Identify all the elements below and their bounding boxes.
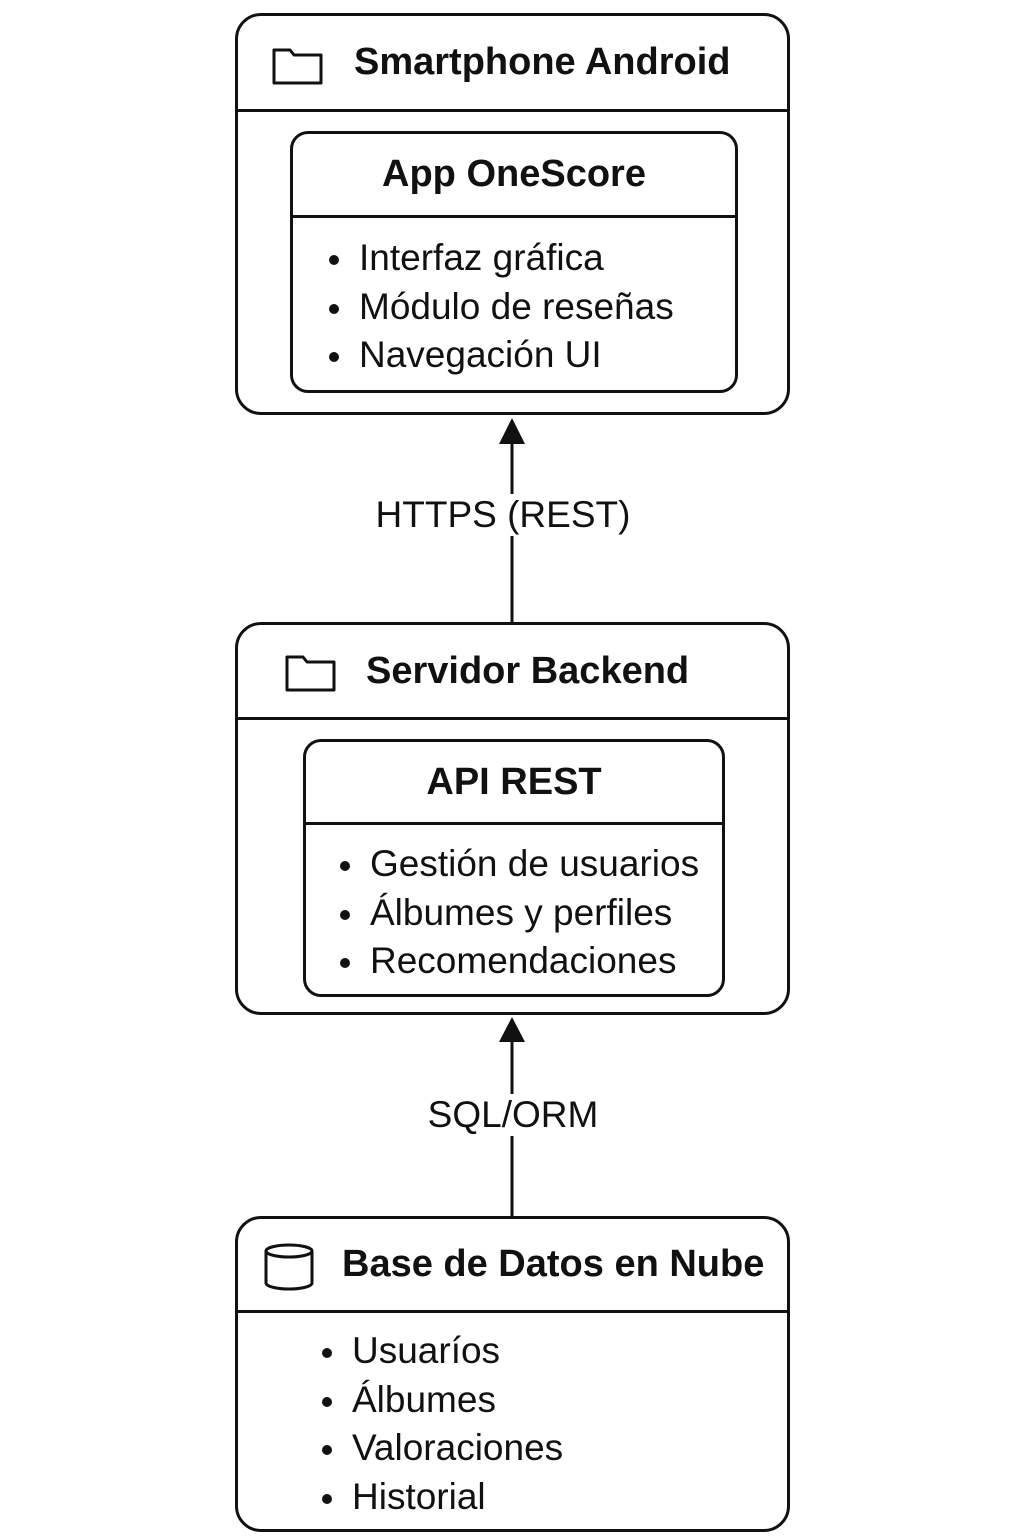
database-header: Base de Datos en Nube: [238, 1219, 787, 1313]
edge-label-sql-orm: SQL/ORM: [423, 1094, 603, 1136]
list-item: Usuaríos: [322, 1327, 563, 1376]
list-item: Valoraciones: [322, 1424, 563, 1473]
edge-label-https: HTTPS (REST): [371, 494, 635, 536]
api-rest-header: API REST: [306, 742, 722, 825]
smartphone-android-node: Smartphone Android App OneScore Interfaz…: [235, 13, 790, 415]
list-item: Álbumes: [322, 1376, 563, 1425]
database-icon: [264, 1243, 314, 1291]
list-item: Interfaz gráfica: [329, 234, 674, 283]
backend-header: Servidor Backend: [238, 625, 787, 720]
servidor-backend-node: Servidor Backend API REST Gestión de usu…: [235, 622, 790, 1015]
folder-icon: [272, 48, 323, 85]
list-item: Módulo de reseñas: [329, 283, 674, 332]
list-item: Navegación UI: [329, 331, 674, 380]
app-onescore-component: App OneScore Interfaz gráfica Módulo de …: [290, 131, 738, 393]
list-item: Recomendaciones: [340, 937, 699, 986]
api-rest-title: API REST: [426, 760, 602, 803]
database-items: Usuaríos Álbumes Valoraciones Historial: [322, 1327, 563, 1521]
list-item: Historial: [322, 1473, 563, 1522]
smartphone-title: Smartphone Android: [354, 41, 731, 83]
database-title: Base de Datos en Nube: [342, 1243, 765, 1285]
smartphone-header: Smartphone Android: [238, 16, 787, 112]
list-item: Álbumes y perfiles: [340, 889, 699, 938]
api-rest-items: Gestión de usuarios Álbumes y perfiles R…: [340, 840, 699, 986]
api-rest-component: API REST Gestión de usuarios Álbumes y p…: [303, 739, 725, 997]
base-de-datos-node: Base de Datos en Nube Usuaríos Álbumes V…: [235, 1216, 790, 1532]
app-onescore-title: App OneScore: [382, 153, 646, 195]
app-onescore-header: App OneScore: [293, 134, 735, 218]
folder-icon: [285, 655, 336, 692]
backend-title: Servidor Backend: [366, 649, 690, 692]
app-onescore-items: Interfaz gráfica Módulo de reseñas Naveg…: [329, 234, 674, 380]
list-item: Gestión de usuarios: [340, 840, 699, 889]
